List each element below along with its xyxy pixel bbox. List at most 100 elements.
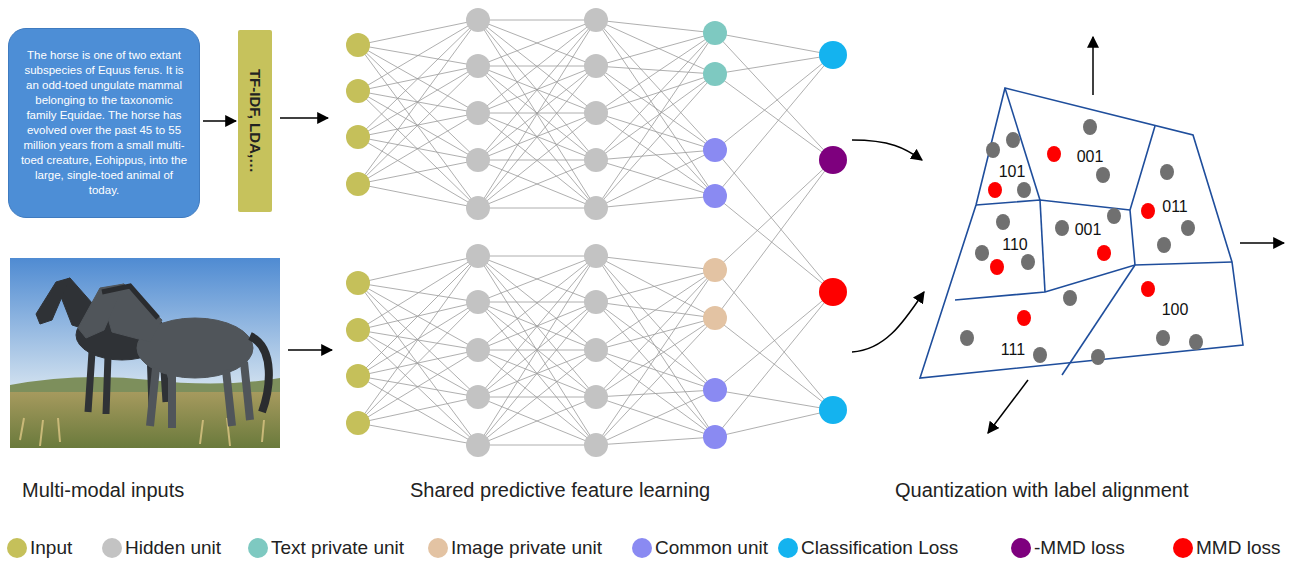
axis-arrow <box>988 380 1028 433</box>
network-link <box>478 208 596 209</box>
network-link <box>478 160 596 208</box>
network-link <box>596 302 715 390</box>
legend-swatch <box>778 538 798 558</box>
network-link <box>358 302 478 423</box>
network-link <box>596 270 715 350</box>
network-unit <box>346 271 370 295</box>
flow-arrows <box>280 37 1284 433</box>
network-link <box>715 160 833 318</box>
data-point <box>1160 164 1174 180</box>
connector-arrow <box>203 120 236 122</box>
cell-border <box>1040 200 1045 292</box>
cell-outline <box>920 88 1243 378</box>
network-unit <box>466 8 490 32</box>
data-point <box>1017 310 1031 326</box>
sky <box>10 258 280 393</box>
data-point <box>986 142 1000 158</box>
network-link <box>478 256 596 445</box>
network-link <box>596 66 715 150</box>
network-link <box>596 350 715 437</box>
network-link <box>715 196 833 292</box>
network-unit <box>584 148 608 172</box>
network-link <box>478 256 596 445</box>
data-point <box>1033 347 1047 363</box>
network-unit <box>584 101 608 125</box>
network-link <box>358 20 478 45</box>
network-link <box>596 256 715 437</box>
network-unit <box>466 290 490 314</box>
network-link <box>478 302 596 445</box>
network-link <box>596 74 715 208</box>
horse-tail <box>250 336 269 412</box>
data-point <box>1055 220 1069 236</box>
network-link <box>478 20 596 160</box>
legend-label: Text private unit <box>271 537 404 559</box>
network-link <box>715 292 833 437</box>
legend-label: Input <box>30 537 72 559</box>
network-unit <box>703 184 727 208</box>
network-unit <box>703 425 727 449</box>
network-unit <box>584 196 608 220</box>
network-link <box>358 113 478 184</box>
network-link <box>478 20 596 21</box>
section-caption: Shared predictive feature learning <box>410 479 710 502</box>
cell-border <box>1005 88 1040 200</box>
data-point <box>990 259 1004 275</box>
network-link <box>715 160 833 270</box>
cell-border <box>1130 126 1155 265</box>
horse-head <box>78 284 124 338</box>
network-link <box>478 66 596 208</box>
network-link <box>715 55 833 196</box>
network-link <box>478 256 596 350</box>
network-unit <box>819 41 847 69</box>
legend-entry: Classification Loss <box>778 537 958 559</box>
network-link <box>478 20 596 113</box>
network-link <box>358 256 478 423</box>
network-link <box>596 437 715 445</box>
network-link <box>478 20 596 160</box>
network-link <box>358 66 478 184</box>
section-caption: Multi-modal inputs <box>22 479 184 502</box>
legend-label: Common unit <box>655 537 768 559</box>
network-link <box>358 283 478 445</box>
code-label: 111 <box>1001 341 1025 359</box>
data-point <box>1096 167 1110 183</box>
grass-blades <box>20 418 264 446</box>
section-caption: Quantization with label alignment <box>895 479 1189 502</box>
network-link <box>715 55 833 150</box>
arrow <box>280 117 328 119</box>
network-link <box>478 350 596 445</box>
horse-front <box>78 284 269 428</box>
network-link <box>715 390 833 410</box>
legend-entry: Hidden unit <box>102 537 221 559</box>
network-link <box>478 256 596 302</box>
legend-entry: -MMD loss <box>1011 537 1125 559</box>
network-link <box>478 256 596 397</box>
legend-swatch <box>248 538 268 558</box>
network-link <box>358 283 478 302</box>
network-link <box>596 318 715 445</box>
network-unit <box>703 62 727 86</box>
network-link <box>358 45 478 208</box>
quantization-cells <box>920 88 1243 378</box>
feature-extractor-box: TF-IDF, LDA,… <box>238 30 272 212</box>
legend-label: -MMD loss <box>1034 537 1125 559</box>
network-link <box>596 66 715 196</box>
network-unit <box>584 244 608 268</box>
legend-label: Hidden unit <box>125 537 221 559</box>
network-unit <box>584 54 608 78</box>
code-label: 110 <box>1002 236 1028 254</box>
data-point <box>1047 146 1061 162</box>
network-link <box>358 330 478 445</box>
network-unit <box>466 101 490 125</box>
network-unit <box>346 79 370 103</box>
network-link <box>596 390 715 445</box>
network-link <box>478 302 596 303</box>
legend-label: MMD loss <box>1196 537 1280 559</box>
network-unit <box>466 54 490 78</box>
network-link <box>596 256 715 390</box>
network-link <box>478 113 596 208</box>
network-link <box>478 160 596 208</box>
horse-head <box>36 278 70 324</box>
network-link <box>358 256 478 283</box>
